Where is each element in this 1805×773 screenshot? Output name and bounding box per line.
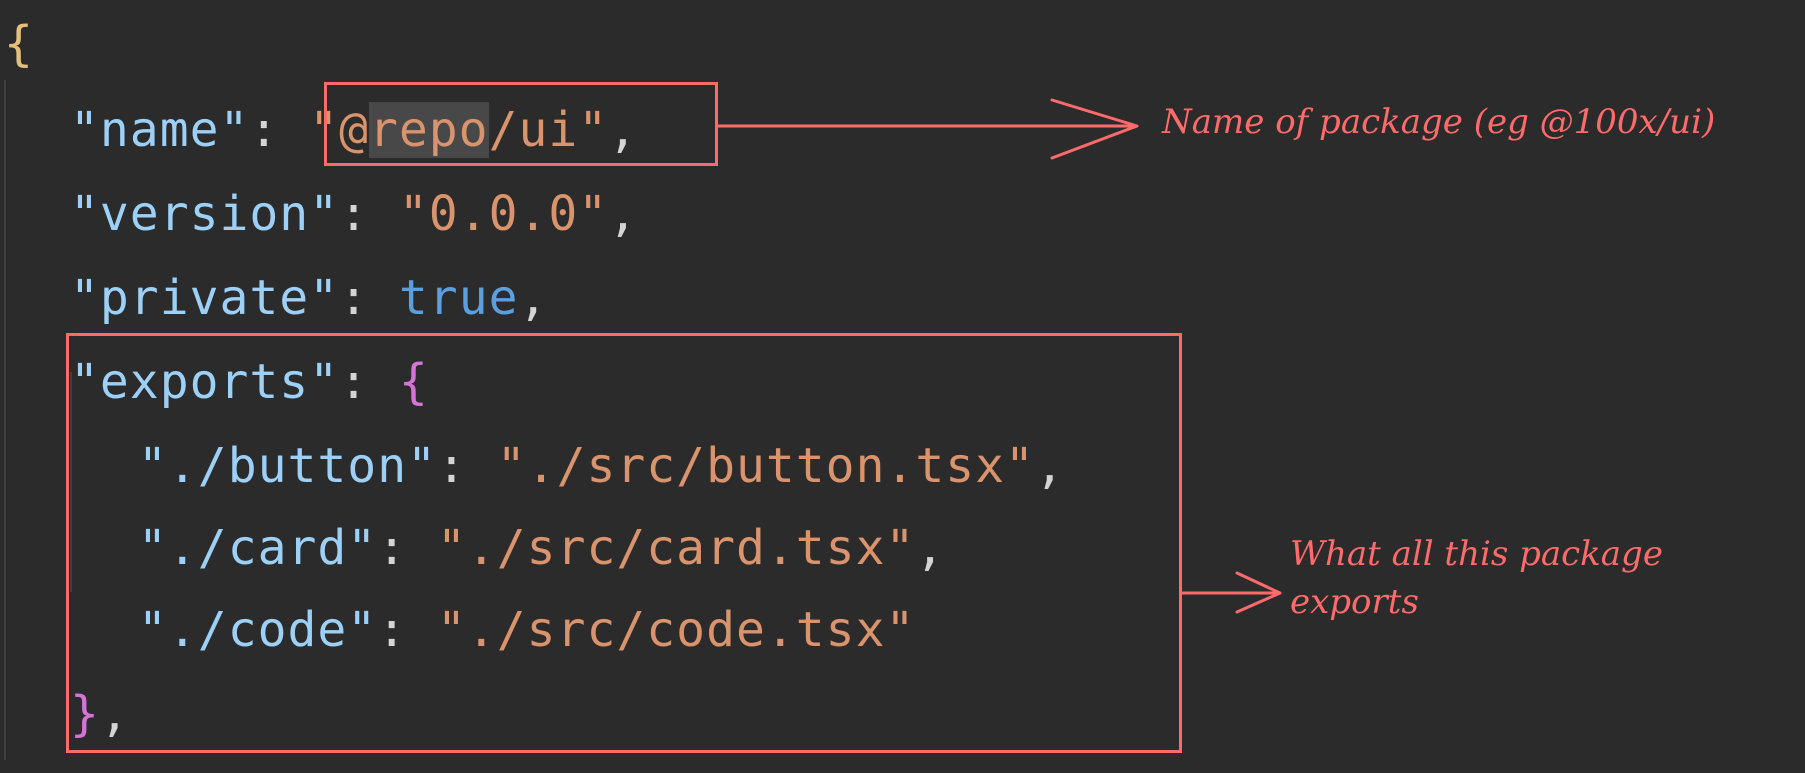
- indent-guide-nested: [70, 372, 72, 592]
- code-token: ,: [518, 270, 549, 326]
- code-token: "@: [309, 102, 369, 158]
- code-token: ,: [99, 686, 130, 742]
- code-token: "0.0.0": [398, 186, 609, 242]
- code-token: :: [377, 602, 437, 658]
- code-line: "exports": {: [70, 352, 429, 412]
- code-token: "exports": [70, 354, 340, 410]
- code-line: "./button": "./src/button.tsx",: [138, 436, 1065, 496]
- code-token: "./src/card.tsx": [436, 520, 916, 576]
- code-token: }: [70, 686, 100, 742]
- code-token: :: [436, 438, 497, 494]
- code-token: ,: [915, 520, 946, 576]
- code-line: "private": true,: [70, 268, 548, 328]
- code-token: ,: [1034, 438, 1065, 494]
- code-token: {: [4, 16, 34, 72]
- indent-guide: [4, 80, 6, 760]
- code-token: {: [398, 354, 429, 410]
- exports-annotation-line1: What all this package: [1290, 534, 1663, 574]
- code-token: :: [377, 520, 437, 576]
- code-token: true: [398, 270, 519, 326]
- exports-annotation-line2: exports: [1290, 582, 1419, 622]
- code-token: /ui": [488, 102, 609, 158]
- code-line: {: [4, 14, 34, 74]
- code-token: :: [249, 102, 310, 158]
- code-token: "./src/button.tsx": [496, 438, 1035, 494]
- name-highlight-box: [324, 82, 718, 166]
- code-line: "version": "0.0.0",: [70, 184, 638, 244]
- code-token: "./button": [138, 438, 437, 494]
- code-token: :: [339, 270, 399, 326]
- code-token: ,: [608, 102, 639, 158]
- name-arrow-head: [1050, 98, 1139, 160]
- code-token: "./code": [138, 602, 378, 658]
- code-line: },: [70, 684, 130, 744]
- code-token: :: [339, 354, 399, 410]
- code-token: repo: [368, 102, 489, 158]
- code-token: ,: [608, 186, 639, 242]
- code-token: "version": [70, 186, 340, 242]
- code-line: "name": "@repo/ui",: [70, 100, 638, 160]
- code-token: :: [339, 186, 399, 242]
- code-token: "./card": [138, 520, 378, 576]
- code-token: "name": [70, 102, 250, 158]
- exports-highlight-box: [66, 333, 1182, 753]
- code-token: "private": [70, 270, 340, 326]
- code-line: "./card": "./src/card.tsx",: [138, 518, 945, 578]
- name-annotation: Name of package (eg @100x/ui): [1162, 102, 1716, 142]
- exports-arrow-head: [1235, 571, 1282, 614]
- code-line: "./code": "./src/code.tsx": [138, 600, 915, 660]
- code-token: "./src/code.tsx": [436, 602, 916, 658]
